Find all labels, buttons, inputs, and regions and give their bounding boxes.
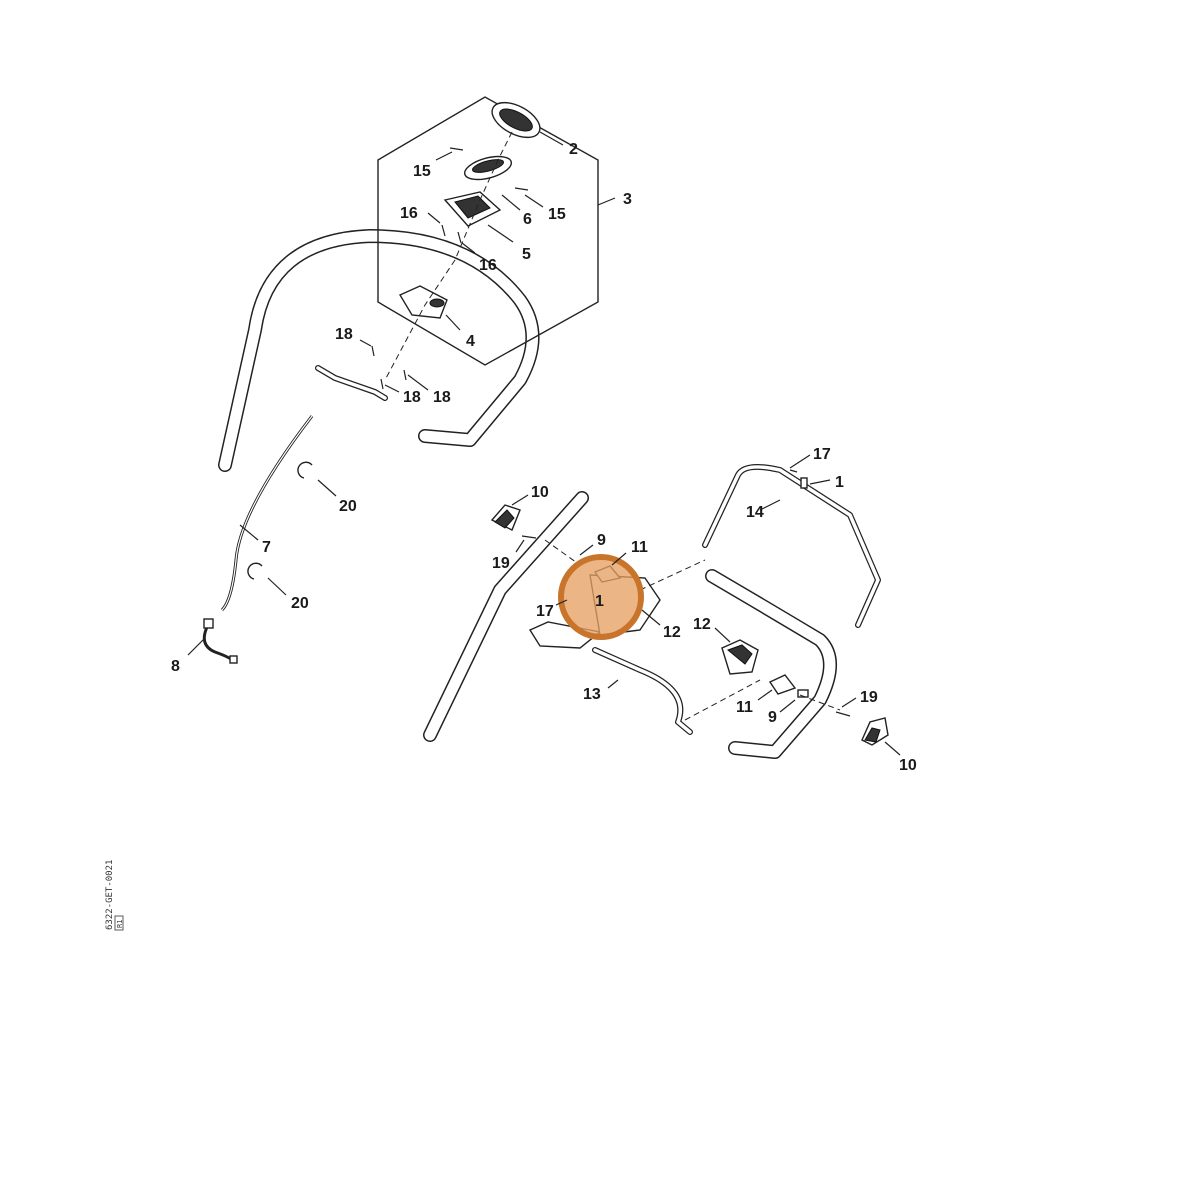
callout-17: 17 xyxy=(536,603,554,620)
callout-7: 7 xyxy=(262,539,271,556)
callout-10: 10 xyxy=(531,484,549,501)
callout-13: 13 xyxy=(583,686,601,703)
drawing-code-text: 6322-GET-0021 xyxy=(105,860,115,930)
callout-20: 20 xyxy=(339,498,357,515)
callout-20: 20 xyxy=(291,595,309,612)
callout-12: 12 xyxy=(663,624,681,641)
pin-icon xyxy=(789,469,798,473)
callout-11: 11 xyxy=(631,539,648,556)
bushing-icon xyxy=(797,689,809,698)
callout-5: 5 xyxy=(522,246,531,263)
callout-9: 9 xyxy=(768,709,777,726)
callout-15: 15 xyxy=(548,206,566,223)
callout-4: 4 xyxy=(466,333,475,350)
lever-grip xyxy=(528,621,602,649)
callout-1: 1 xyxy=(835,474,844,491)
bail-lower xyxy=(592,647,693,735)
callout-18: 18 xyxy=(403,389,421,406)
callout-3: 3 xyxy=(623,191,632,208)
callout-18: 18 xyxy=(335,326,353,343)
console-bracket-icon xyxy=(398,285,448,319)
cam-right xyxy=(768,674,797,695)
screw-icon xyxy=(371,345,375,357)
callout-9: 9 xyxy=(597,532,606,549)
callout-16: 16 xyxy=(400,205,418,222)
clip-icon xyxy=(247,562,263,580)
screw-icon xyxy=(441,224,446,237)
callout-19: 19 xyxy=(492,555,510,572)
callout-11: 11 xyxy=(736,699,753,716)
callout-17: 17 xyxy=(813,446,831,463)
lower-handlebar-left xyxy=(423,491,589,742)
drawing-code: 6322-GET-0021 R1 xyxy=(105,860,124,931)
screw-icon xyxy=(380,378,384,390)
callout-16: 16 xyxy=(479,257,497,274)
ring-icon xyxy=(463,155,513,181)
console-kit-frame xyxy=(377,96,599,366)
rotary-knob-icon xyxy=(491,101,541,139)
connector-icon xyxy=(202,618,238,664)
callouts: 2 15 3 6 15 16 5 16 18 4 18 18 20 7 20 8… xyxy=(171,141,917,774)
switch-box-right xyxy=(721,639,759,675)
screw-icon xyxy=(403,369,407,381)
highlight-part-1 xyxy=(558,554,644,640)
screw-icon xyxy=(521,535,537,539)
callout-12: 12 xyxy=(693,616,711,633)
grip-cap-left xyxy=(490,504,521,531)
drawing-code-box: R1 xyxy=(116,920,124,928)
clip-icon xyxy=(297,461,313,479)
callout-15: 15 xyxy=(413,163,431,180)
spring-icon xyxy=(800,477,808,489)
screw-icon xyxy=(835,711,851,717)
pin-icon xyxy=(449,147,464,151)
switch-housing-icon xyxy=(443,191,502,227)
grip-cap-right xyxy=(861,717,889,746)
screw-icon xyxy=(457,231,462,244)
callout-18: 18 xyxy=(433,389,451,406)
callout-2: 2 xyxy=(569,141,578,158)
callout-19: 19 xyxy=(860,689,878,706)
lower-handlebar-right xyxy=(705,569,837,759)
callout-8: 8 xyxy=(171,658,180,675)
callout-14: 14 xyxy=(746,504,764,521)
callout-6: 6 xyxy=(523,211,532,228)
callout-10: 10 xyxy=(899,757,917,774)
callout-1: 1 xyxy=(595,593,604,610)
leader-lines xyxy=(187,131,901,756)
pin-icon xyxy=(514,187,529,191)
